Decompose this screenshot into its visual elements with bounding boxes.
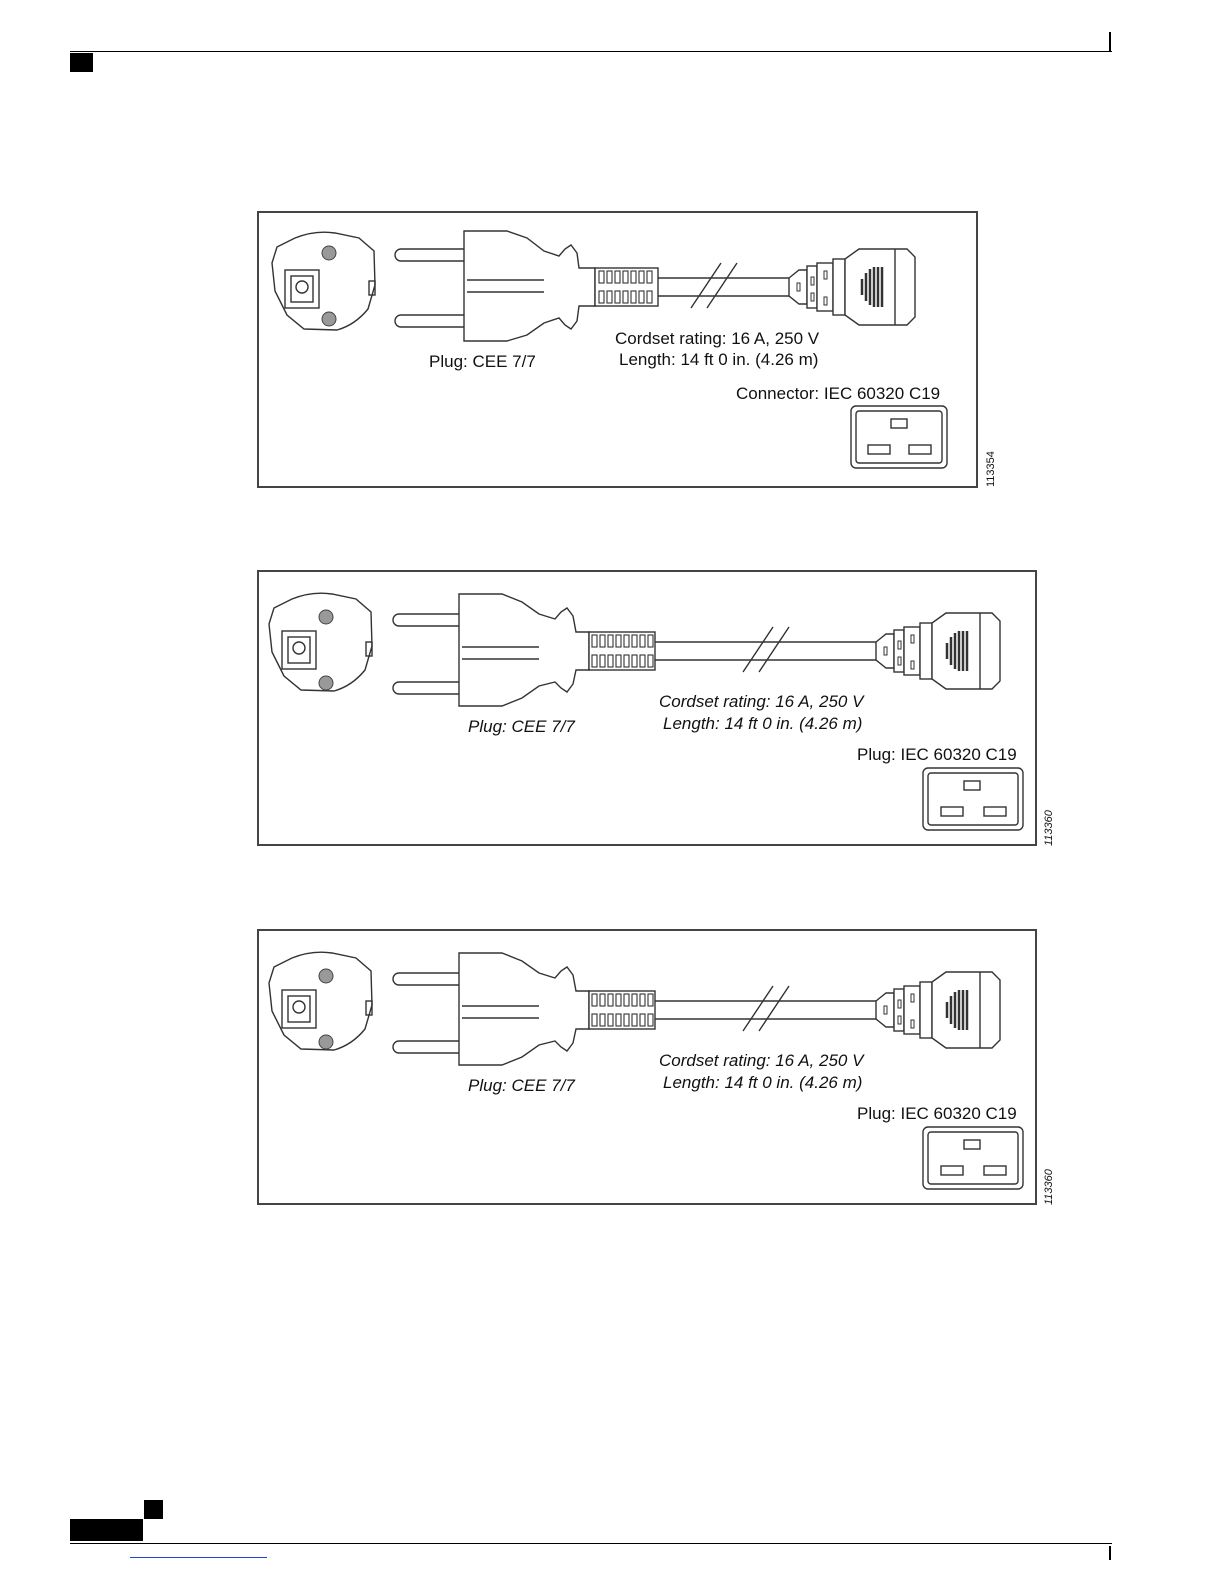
plug-label: Plug: CEE 7/7: [468, 717, 575, 737]
figure-number: 113360: [1043, 1169, 1055, 1205]
power-cord-figure-3: Plug: CEE 7/7 Cordset rating: 16 A, 250 …: [257, 929, 1037, 1205]
footer-rule: [70, 1543, 1112, 1544]
plug-label: Plug: CEE 7/7: [429, 352, 536, 372]
header-tick: [1109, 32, 1111, 51]
power-cord-illustration: [259, 931, 1035, 1203]
power-cord-figure-1: Plug: CEE 7/7 Cordset rating: 16 A, 250 …: [257, 211, 978, 488]
plug-label: Plug: CEE 7/7: [468, 1076, 575, 1096]
footer-link-underline: [130, 1557, 267, 1558]
figure-number: 113360: [1043, 810, 1055, 846]
power-cord-illustration: [259, 213, 976, 486]
length-label: Length: 14 ft 0 in. (4.26 m): [619, 350, 818, 370]
length-label: Length: 14 ft 0 in. (4.26 m): [663, 1073, 862, 1093]
footer-square-marker: [144, 1500, 163, 1519]
connector-label: Plug: IEC 60320 C19: [857, 1104, 1017, 1124]
figure-number: 113354: [985, 451, 997, 487]
cordset-rating-label: Cordset rating: 16 A, 250 V: [659, 1051, 863, 1071]
footer-tick: [1109, 1546, 1111, 1560]
power-cord-illustration: [259, 572, 1035, 844]
connector-label: Connector: IEC 60320 C19: [736, 384, 940, 404]
connector-label: Plug: IEC 60320 C19: [857, 745, 1017, 765]
power-cord-figure-2: Plug: CEE 7/7 Cordset rating: 16 A, 250 …: [257, 570, 1037, 846]
cordset-rating-label: Cordset rating: 16 A, 250 V: [659, 692, 863, 712]
cordset-rating-label: Cordset rating: 16 A, 250 V: [615, 329, 819, 349]
length-label: Length: 14 ft 0 in. (4.26 m): [663, 714, 862, 734]
header-rule: [70, 51, 1112, 52]
header-square-marker: [70, 53, 93, 72]
footer-page-tab: [70, 1519, 143, 1541]
